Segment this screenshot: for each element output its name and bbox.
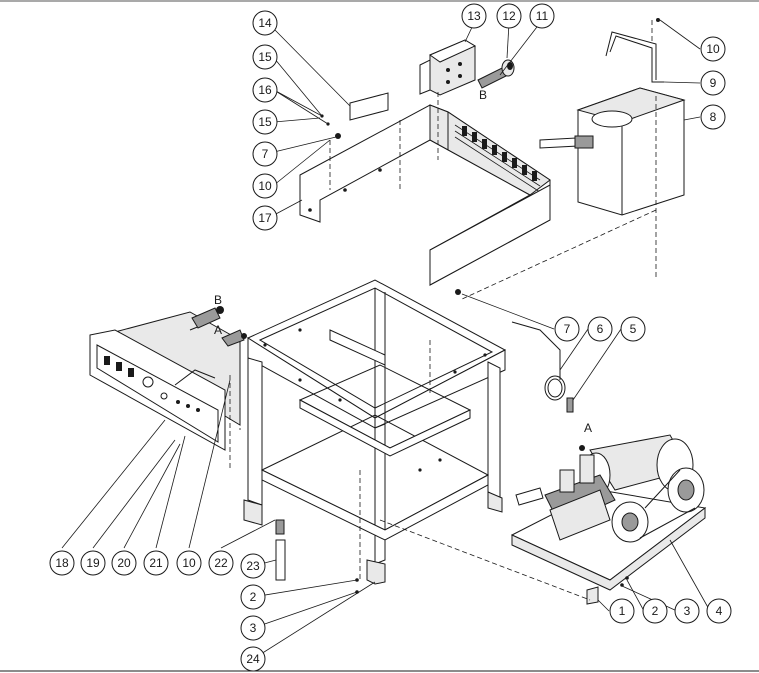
- callout-16: 16: [252, 77, 278, 103]
- svg-text:13: 13: [467, 9, 481, 23]
- callout-23: 23: [240, 553, 266, 579]
- callout-10-bottom: 10: [176, 550, 202, 576]
- callout-8: 8: [700, 104, 726, 130]
- callout-3-right: 3: [674, 598, 700, 624]
- callout-3-left: 3: [240, 615, 266, 641]
- letter-b-left: B: [214, 293, 222, 307]
- svg-text:18: 18: [55, 556, 69, 570]
- svg-text:19: 19: [86, 556, 100, 570]
- svg-text:16: 16: [258, 83, 272, 97]
- svg-text:21: 21: [149, 556, 163, 570]
- callout-2-left: 2: [240, 584, 266, 610]
- part-plate-14: [349, 92, 389, 121]
- svg-text:15: 15: [258, 50, 272, 64]
- callout-15-bottom: 15: [252, 109, 278, 135]
- part-fitting-b-left: [191, 306, 224, 329]
- callout-10-mid: 10: [252, 173, 278, 199]
- svg-text:23: 23: [246, 559, 260, 573]
- svg-text:7: 7: [564, 322, 571, 336]
- svg-text:14: 14: [258, 16, 272, 30]
- svg-text:17: 17: [258, 211, 272, 225]
- svg-text:4: 4: [716, 604, 723, 618]
- callout-10-top: 10: [700, 36, 726, 62]
- svg-text:10: 10: [258, 179, 272, 193]
- assembly-guide-lines: [229, 92, 657, 601]
- callout-20: 20: [111, 550, 137, 576]
- part-washers-2-3-right: [620, 576, 629, 587]
- part-pump-motor-4: [510, 434, 707, 591]
- leader-lines: [61, 19, 711, 660]
- svg-text:2: 2: [250, 590, 257, 604]
- part-fitting-a-left: [221, 329, 247, 347]
- svg-text:15: 15: [258, 115, 272, 129]
- callout-17: 17: [252, 205, 278, 231]
- part-frame: [243, 279, 507, 585]
- letter-b-top: B: [479, 88, 487, 102]
- callout-15-top: 15: [252, 44, 278, 70]
- callout-21: 21: [143, 550, 169, 576]
- svg-text:3: 3: [250, 621, 257, 635]
- letter-a-pump: A: [584, 421, 592, 435]
- svg-text:24: 24: [246, 652, 260, 666]
- part-isolator-1: [586, 586, 599, 605]
- callout-5: 5: [620, 316, 646, 342]
- svg-text:3: 3: [684, 604, 691, 618]
- svg-text:11: 11: [536, 9, 549, 23]
- part-tank-8: [539, 87, 686, 280]
- part-shroud-17: [299, 104, 551, 286]
- part-bracket-13: [419, 39, 477, 96]
- svg-text:12: 12: [502, 9, 516, 23]
- svg-text:7: 7: [262, 147, 269, 161]
- svg-text:6: 6: [597, 322, 604, 336]
- part-control-panel-18: [89, 311, 241, 451]
- callout-24: 24: [240, 646, 266, 672]
- callout-2-right: 2: [642, 598, 668, 624]
- svg-text:1: 1: [619, 604, 626, 618]
- svg-text:8: 8: [710, 110, 717, 124]
- callout-7-mid: 7: [554, 316, 580, 342]
- callout-19: 19: [80, 550, 106, 576]
- part-tube-23: [275, 539, 286, 581]
- callout-18: 18: [49, 550, 75, 576]
- callout-14: 14: [252, 10, 278, 36]
- svg-text:2: 2: [652, 604, 659, 618]
- svg-text:10: 10: [706, 42, 720, 56]
- svg-text:20: 20: [117, 556, 131, 570]
- callout-11: 11: [529, 3, 555, 29]
- part-u-bracket-9: [605, 18, 664, 83]
- svg-text:9: 9: [710, 76, 717, 90]
- part-sensor-5: [566, 397, 574, 413]
- callout-7-top: 7: [252, 141, 278, 167]
- callout-6: 6: [587, 316, 613, 342]
- callout-9: 9: [700, 70, 726, 96]
- part-fitting-11-12: [477, 59, 515, 89]
- callout-1: 1: [609, 598, 635, 624]
- callout-22: 22: [208, 550, 234, 576]
- svg-text:10: 10: [182, 556, 196, 570]
- callout-13: 13: [461, 3, 487, 29]
- callout-4: 4: [706, 598, 732, 624]
- svg-text:22: 22: [214, 556, 228, 570]
- svg-text:5: 5: [630, 322, 637, 336]
- part-hose-6: [455, 289, 566, 401]
- letter-a-left: A: [214, 323, 222, 337]
- callout-12: 12: [496, 3, 522, 29]
- part-fitting-22: [275, 519, 285, 535]
